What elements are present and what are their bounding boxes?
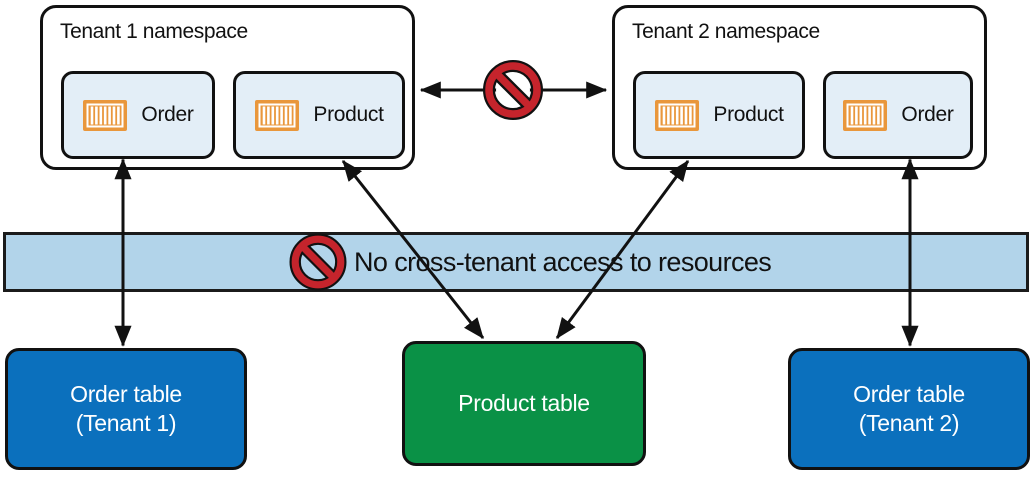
container-icon — [655, 99, 700, 131]
isolation-band: No cross-tenant access to resources — [3, 232, 1029, 292]
container-icon — [83, 99, 128, 131]
order-table-tenant-1: Order table (Tenant 1) — [5, 348, 247, 470]
table-label-line1: Order table — [853, 381, 965, 407]
tenant-1-namespace-title: Tenant 1 namespace — [60, 20, 248, 43]
table-label-line1: Order table — [70, 381, 182, 407]
table-label-line2: (Tenant 2) — [858, 410, 960, 436]
no-entry-icon — [483, 60, 543, 120]
item-label: Product — [713, 103, 784, 126]
container-icon — [255, 99, 300, 131]
item-label: Order — [141, 103, 194, 126]
tenant-2-namespace-title: Tenant 2 namespace — [632, 20, 820, 43]
isolation-band-label: No cross-tenant access to resources — [354, 246, 772, 277]
item-label: Product — [313, 103, 384, 126]
tenant-2-product-item: Product — [633, 71, 805, 159]
tenant-1-product-item: Product — [233, 71, 405, 159]
order-table-tenant-2: Order table (Tenant 2) — [788, 348, 1030, 470]
table-label-line1: Product table — [458, 390, 590, 416]
item-label: Order — [901, 103, 954, 126]
product-table: Product table — [402, 341, 646, 466]
tenant-1-namespace-box: Tenant 1 namespace Order — [40, 5, 415, 170]
container-icon — [843, 99, 888, 131]
tenant-2-order-item: Order — [823, 71, 973, 159]
tenant-2-namespace-box: Tenant 2 namespace Product — [612, 5, 987, 170]
table-label-line2: (Tenant 1) — [75, 410, 177, 436]
tenant-1-order-item: Order — [61, 71, 215, 159]
